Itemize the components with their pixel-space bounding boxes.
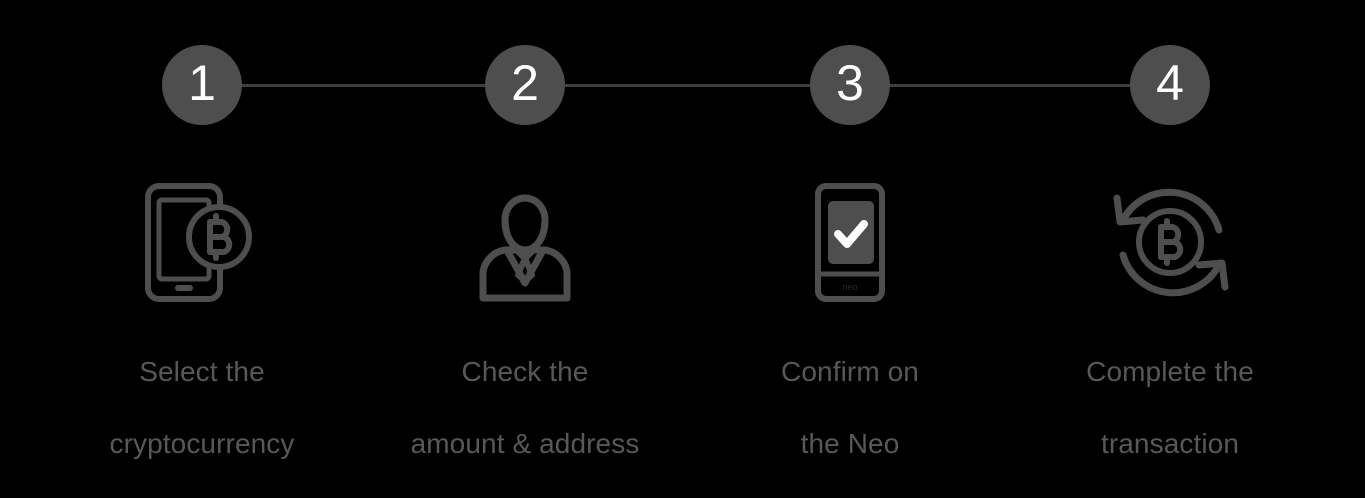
step-column-2: Check the amount & address xyxy=(395,175,655,498)
person-in-suit-icon xyxy=(479,194,571,302)
step-4-caption-line2: transaction xyxy=(1100,428,1240,459)
bitcoin-exchange-arrows-icon xyxy=(1113,188,1228,297)
step-3-caption-line1: Confirm on xyxy=(781,356,919,387)
step-2-caption-line1: Check the xyxy=(461,356,589,387)
step-number-2: 2 xyxy=(511,55,539,111)
step-circle-1[interactable]: 1 xyxy=(162,45,242,125)
step-connector-3-4 xyxy=(890,84,1170,87)
step-column-4: Complete the transaction xyxy=(1040,175,1300,498)
step-circle-3[interactable]: 3 xyxy=(810,45,890,125)
step-column-1: Select the cryptocurrency xyxy=(72,175,332,498)
step-4-caption: Complete the transaction xyxy=(1086,318,1254,498)
step-3-icon-wrap: neo xyxy=(790,175,910,310)
step-3-caption-line2: the Neo xyxy=(800,428,900,459)
step-connector-1-2 xyxy=(242,84,525,87)
stepper: 1 2 3 4 xyxy=(0,0,1365,170)
step-2-caption: Check the amount & address xyxy=(411,318,640,498)
step-number-4: 4 xyxy=(1156,55,1184,111)
step-circle-4[interactable]: 4 xyxy=(1130,45,1210,125)
svg-text:neo: neo xyxy=(842,282,857,292)
device-with-checkmark-icon: neo xyxy=(815,183,885,302)
step-2-caption-line2: amount & address xyxy=(410,428,640,459)
step-4-caption-line1: Complete the xyxy=(1086,356,1254,387)
step-1-icon-wrap xyxy=(142,175,262,310)
step-1-caption: Select the cryptocurrency xyxy=(109,318,294,498)
step-2-icon-wrap xyxy=(465,175,585,310)
step-3-caption: Confirm on the Neo xyxy=(781,318,919,498)
step-number-3: 3 xyxy=(836,55,864,111)
step-circle-2[interactable]: 2 xyxy=(485,45,565,125)
step-4-icon-wrap xyxy=(1103,175,1238,310)
step-1-caption-line1: Select the xyxy=(139,356,265,387)
step-connector-2-3 xyxy=(565,84,850,87)
step-column-3: neo Confirm on the Neo xyxy=(720,175,980,498)
step-1-caption-line2: cryptocurrency xyxy=(109,428,295,459)
phone-with-bitcoin-icon xyxy=(145,183,252,302)
onboarding-steps-graphic: 1 2 3 4 xyxy=(0,0,1365,459)
step-number-1: 1 xyxy=(188,55,216,111)
